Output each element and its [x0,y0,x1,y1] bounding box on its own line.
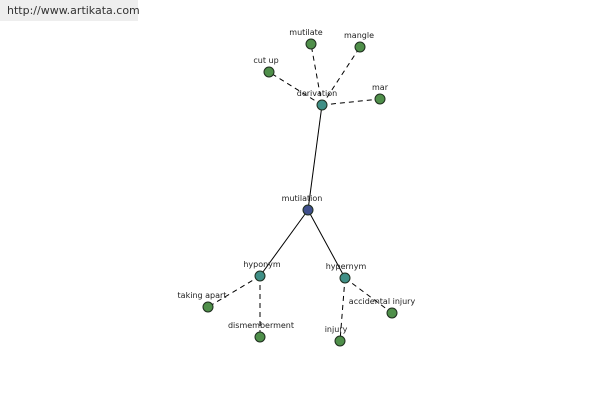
node-cut-up[interactable]: cut up [253,56,279,78]
node-accidental-injury-label[interactable]: accidental injury [349,297,416,306]
edge-hypernym-to-accidental-injury [344,277,393,314]
node-cut-up-dot[interactable] [263,66,275,78]
node-mutilate[interactable]: mutilate [289,28,323,50]
node-mutilate-dot[interactable] [305,38,317,50]
edge-derivation-to-cut-up [268,71,323,106]
site-url-link[interactable]: http://www.artikata.com [7,4,140,17]
edge-derivation-to-mutilate [310,43,323,106]
node-taking-apart-label[interactable]: taking apart [178,291,227,300]
node-dismemberment-dot[interactable] [254,331,266,343]
node-center-dot[interactable] [302,204,314,216]
node-mar-dot[interactable] [374,93,386,105]
edges-layer [207,43,393,342]
node-accidental-injury-dot[interactable] [386,307,398,319]
edge-hyponym-to-taking-apart [207,275,261,308]
node-hyponym-dot[interactable] [254,270,266,282]
node-dismemberment[interactable]: dismemberment [228,321,294,343]
node-mangle[interactable]: mangle [344,31,374,53]
node-injury-dot[interactable] [334,335,346,347]
edge-derivation-to-mar [321,98,381,106]
node-hyponym[interactable]: hyponym [243,260,281,282]
node-dismemberment-label[interactable]: dismemberment [228,321,294,330]
node-taking-apart-dot[interactable] [202,301,214,313]
node-hypernym[interactable]: hypernym [326,262,367,284]
node-injury-label[interactable]: injury [325,325,348,334]
url-bar: http://www.artikata.com [0,0,140,21]
node-mangle-dot[interactable] [354,41,366,53]
edge-center-to-derivation [307,104,323,211]
node-mar[interactable]: mar [372,83,389,105]
node-center[interactable]: mutilation [282,194,323,216]
node-hyponym-label[interactable]: hyponym [243,260,281,269]
node-center-label[interactable]: mutilation [282,194,323,203]
node-accidental-injury[interactable]: accidental injury [349,297,416,319]
edge-center-to-hyponym [259,209,309,277]
node-mutilate-label[interactable]: mutilate [289,28,322,37]
edge-hypernym-to-injury [339,277,346,342]
node-hypernym-dot[interactable] [339,272,351,284]
node-mangle-label[interactable]: mangle [344,31,374,40]
node-mar-label[interactable]: mar [372,83,389,92]
node-hypernym-label[interactable]: hypernym [326,262,367,271]
edge-derivation-to-mangle [321,46,361,106]
edge-center-to-hypernym [307,209,346,279]
node-derivation[interactable]: derivation [297,89,337,111]
node-derivation-label[interactable]: derivation [297,89,337,98]
nodes-layer: mutilation derivation hyponym hypernym mutil… [178,28,416,347]
node-derivation-dot[interactable] [316,99,328,111]
node-injury[interactable]: injury [325,325,348,347]
node-taking-apart[interactable]: taking apart [178,291,227,313]
node-cut-up-label[interactable]: cut up [253,56,278,65]
